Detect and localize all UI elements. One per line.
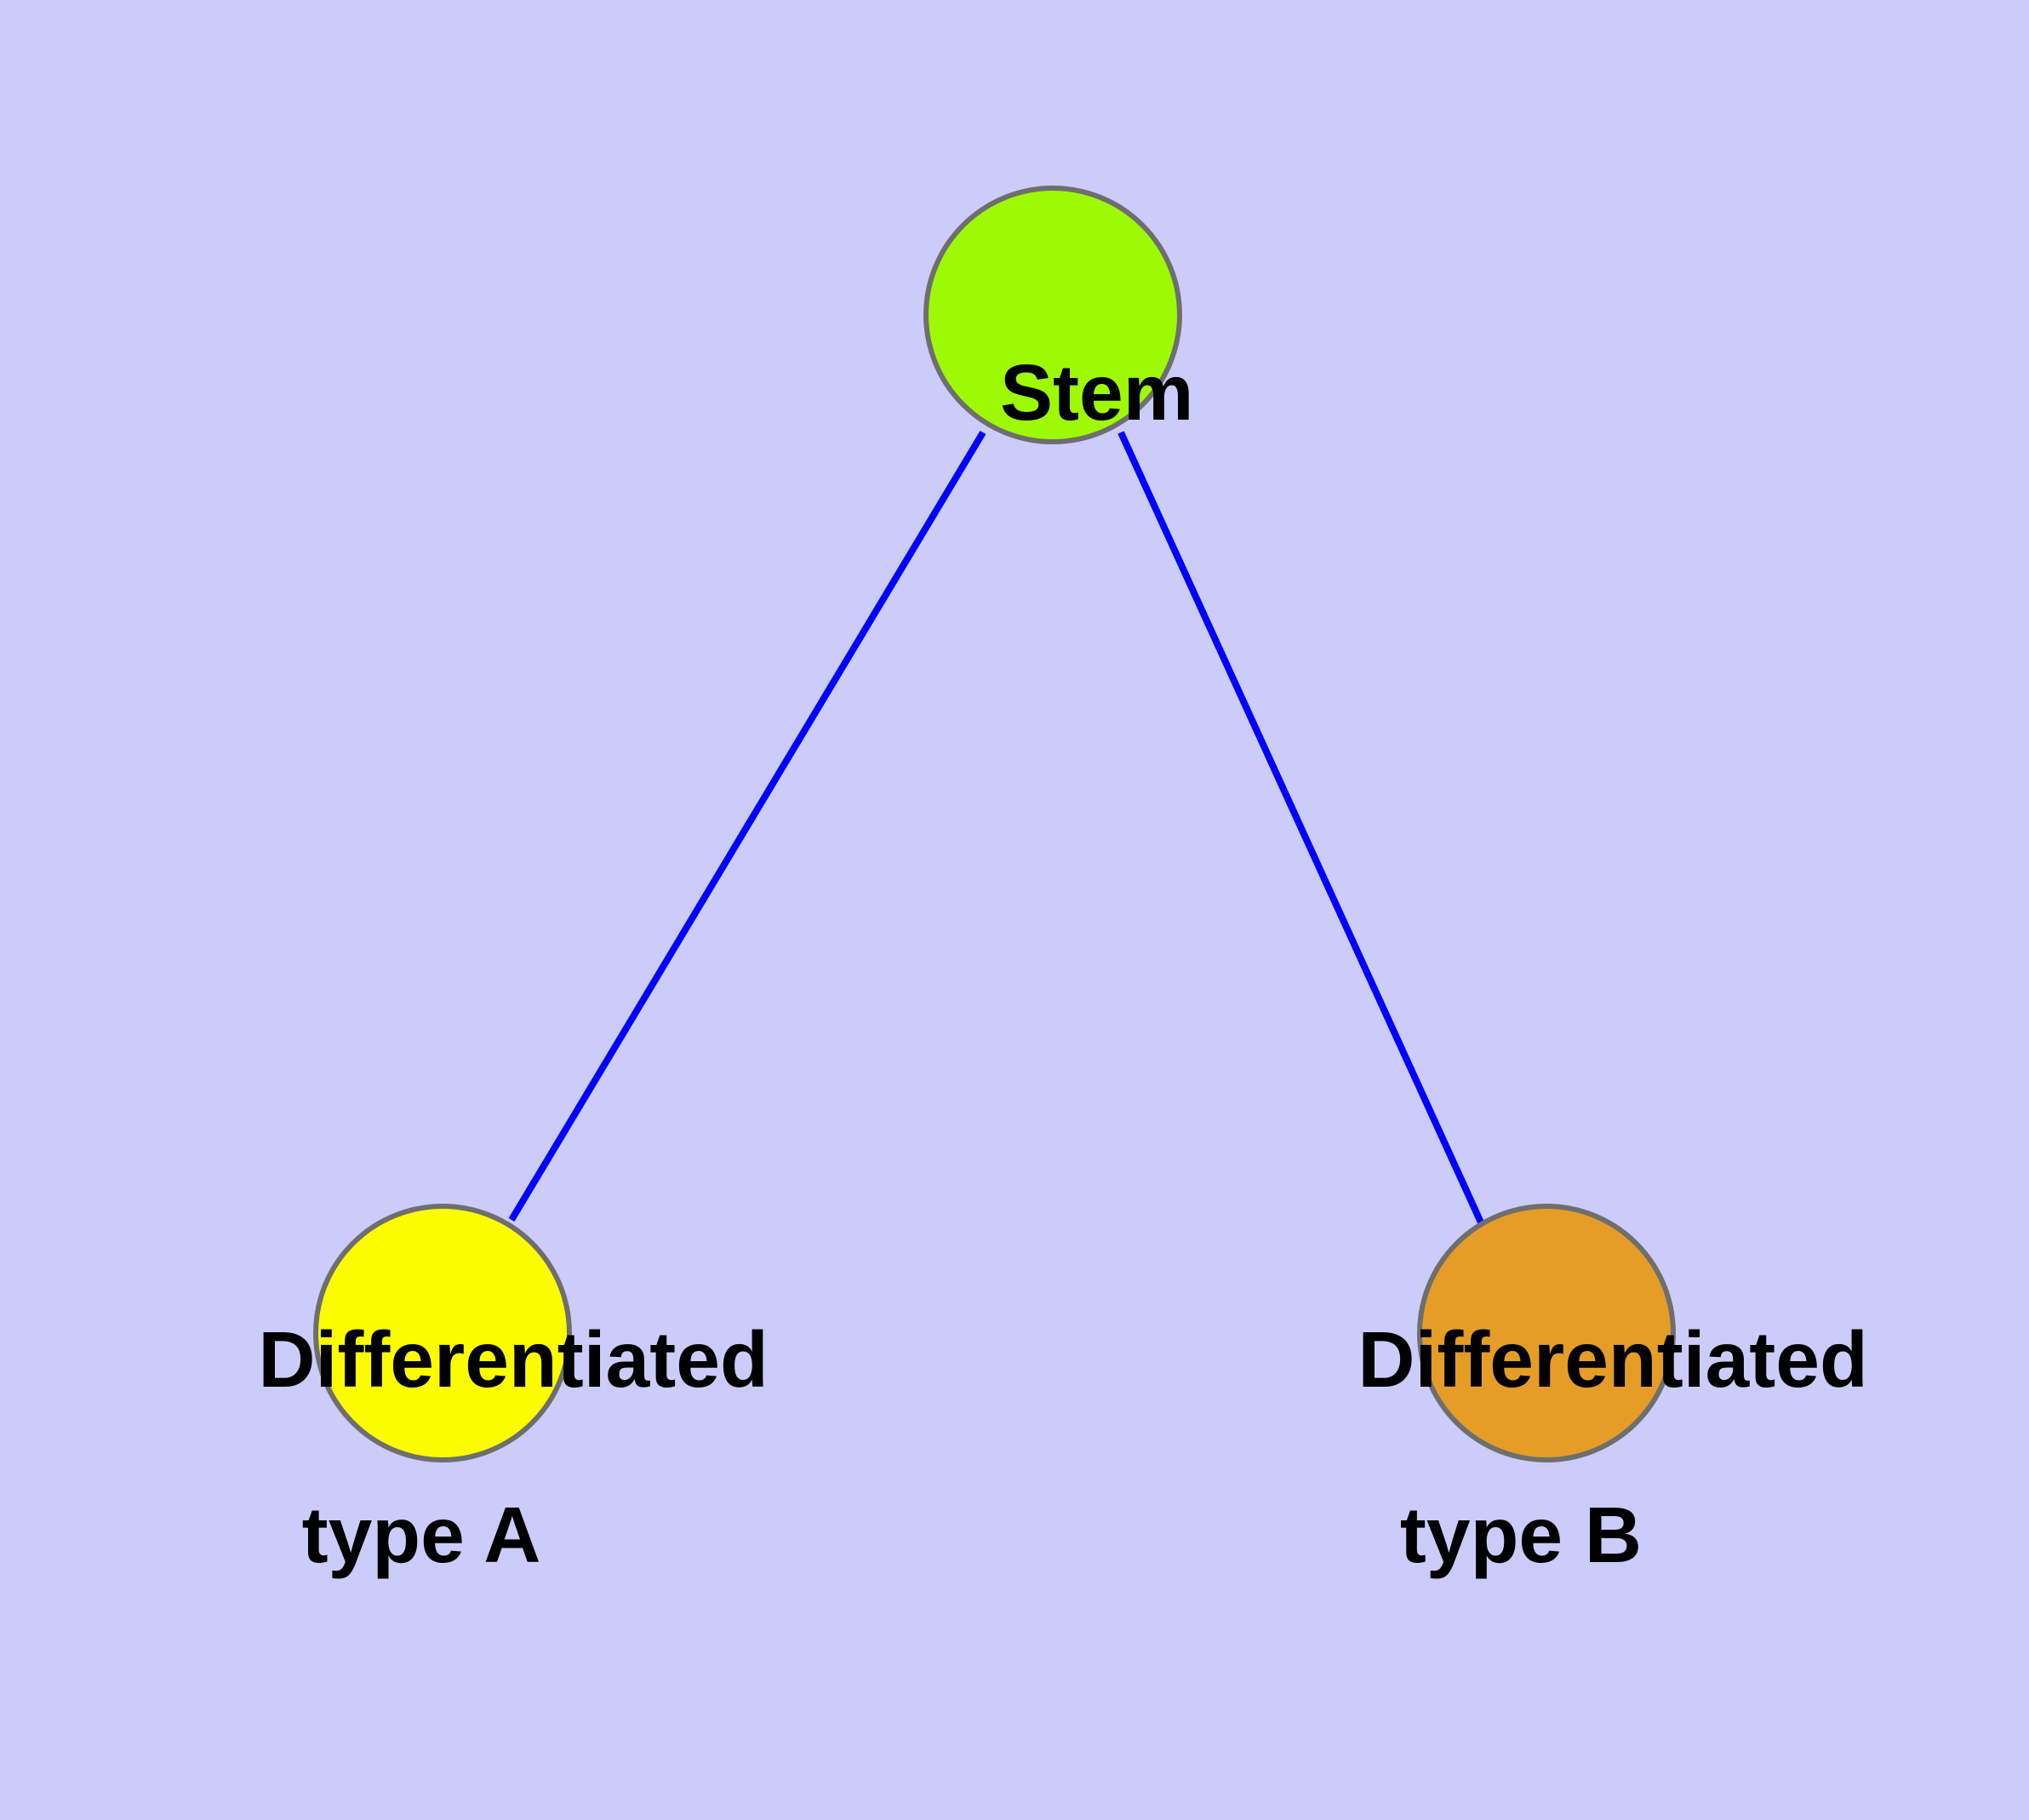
- edge-stem-to-differentiated-type-a[interactable]: [508, 430, 986, 1222]
- node-differentiated-type-b[interactable]: [1417, 1204, 1676, 1462]
- node-differentiated-type-a[interactable]: [313, 1204, 572, 1462]
- edge-stem-to-differentiated-type-b[interactable]: [1117, 431, 1484, 1224]
- node-stem[interactable]: [923, 186, 1182, 444]
